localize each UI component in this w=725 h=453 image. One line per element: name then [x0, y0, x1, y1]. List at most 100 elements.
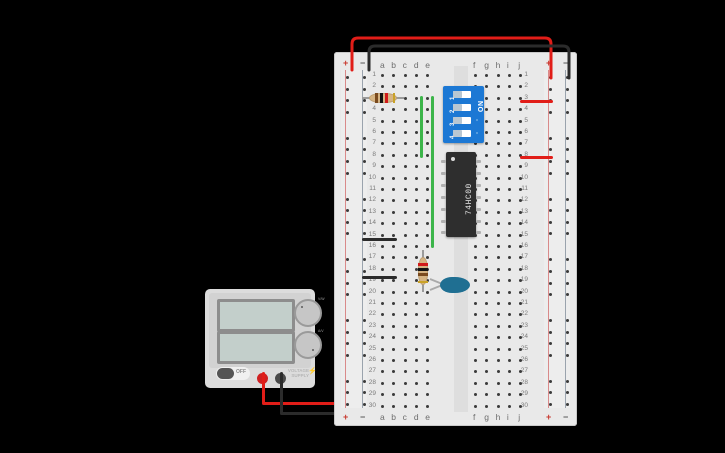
hole-f24[interactable] [474, 336, 477, 340]
supply-wire-black-horizontal[interactable] [280, 412, 372, 415]
hole-j10[interactable] [519, 176, 523, 180]
hole-h5[interactable] [496, 119, 500, 123]
rail-hole-left-minus[interactable] [363, 342, 366, 346]
hole-c9[interactable] [403, 165, 407, 169]
hole-b2[interactable] [392, 85, 396, 89]
hole-b1[interactable] [392, 74, 396, 77]
rail-hole-right-plus[interactable] [549, 403, 552, 407]
hole-h16[interactable] [496, 245, 500, 248]
hole-c2[interactable] [403, 85, 407, 89]
rail-hole-right-minus[interactable] [566, 171, 569, 175]
hole-a15[interactable] [381, 233, 384, 237]
rail-hole-left-plus[interactable] [346, 281, 349, 285]
led[interactable] [429, 274, 472, 296]
hole-i19[interactable] [507, 279, 511, 283]
hole-h13[interactable] [496, 210, 500, 214]
rail-hole-right-plus[interactable] [549, 342, 552, 346]
rail-hole-right-plus[interactable] [549, 353, 552, 357]
hole-g14[interactable] [485, 222, 489, 226]
hole-j27[interactable] [519, 370, 523, 374]
hole-a10[interactable] [381, 176, 384, 180]
rail-hole-left-plus[interactable] [346, 220, 349, 224]
hole-j5[interactable] [519, 119, 523, 123]
rail-hole-left-plus[interactable] [346, 87, 349, 91]
hole-i12[interactable] [507, 199, 511, 203]
hole-g17[interactable] [485, 256, 489, 260]
hole-h4[interactable] [496, 108, 500, 112]
rail-hole-left-plus[interactable] [346, 353, 349, 357]
hole-d8[interactable] [414, 153, 418, 157]
hole-j28[interactable] [519, 381, 523, 385]
rail-hole-left-minus[interactable] [363, 293, 366, 297]
psu-knob-voltage[interactable] [294, 299, 322, 327]
hole-g8[interactable] [485, 153, 489, 157]
hole-c27[interactable] [403, 370, 407, 374]
hole-c25[interactable] [403, 347, 407, 351]
hole-h29[interactable] [496, 393, 500, 397]
hole-i18[interactable] [507, 267, 511, 271]
rail-hole-left-minus[interactable] [363, 269, 366, 273]
hole-g16[interactable] [485, 245, 489, 248]
hole-c22[interactable] [403, 313, 407, 317]
rail-hole-left-plus[interactable] [346, 136, 349, 140]
rail-hole-right-minus[interactable] [566, 403, 569, 407]
hole-a9[interactable] [381, 165, 384, 169]
hole-i20[interactable] [507, 290, 511, 294]
hole-a19[interactable] [381, 279, 384, 283]
hole-c13[interactable] [403, 210, 407, 214]
hole-e5[interactable] [426, 119, 430, 123]
hole-c5[interactable] [403, 119, 407, 123]
hole-d21[interactable] [414, 302, 418, 305]
hole-b15[interactable] [392, 233, 396, 237]
hole-b14[interactable] [392, 222, 396, 226]
hole-e3[interactable] [426, 96, 430, 100]
hole-b12[interactable] [392, 199, 396, 203]
hole-c23[interactable] [403, 324, 407, 328]
rail-hole-right-minus[interactable] [566, 319, 569, 323]
hole-j25[interactable] [519, 347, 523, 351]
hole-i3[interactable] [507, 96, 511, 100]
hole-g25[interactable] [485, 347, 489, 351]
hole-i4[interactable] [507, 108, 511, 112]
hole-b18[interactable] [392, 267, 396, 271]
hole-h3[interactable] [496, 96, 500, 100]
rail-hole-left-plus[interactable] [346, 110, 349, 114]
hole-e21[interactable] [426, 302, 430, 305]
dip-switch-lever-2[interactable] [453, 104, 471, 111]
rail-hole-right-minus[interactable] [566, 293, 569, 297]
hole-d9[interactable] [414, 165, 418, 169]
hole-a22[interactable] [381, 313, 384, 317]
hole-a17[interactable] [381, 256, 384, 260]
jumper-black-row19-left[interactable] [362, 276, 397, 279]
supply-wire-black-vertical[interactable] [280, 372, 283, 414]
rail-hole-left-plus[interactable] [346, 160, 349, 164]
hole-e7[interactable] [426, 142, 430, 146]
hole-g5[interactable] [485, 119, 489, 123]
rail-hole-left-plus[interactable] [346, 148, 349, 152]
hole-c10[interactable] [403, 176, 407, 180]
hole-j4[interactable] [519, 108, 523, 112]
hole-d29[interactable] [414, 393, 418, 397]
hole-g22[interactable] [485, 313, 489, 317]
rail-hole-left-minus[interactable] [363, 148, 366, 152]
hole-c14[interactable] [403, 222, 407, 226]
jumper-red-row8-right[interactable] [520, 156, 553, 159]
hole-d12[interactable] [414, 199, 418, 203]
rail-hole-left-plus[interactable] [346, 232, 349, 236]
rail-hole-left-minus[interactable] [363, 319, 366, 323]
rail-hole-left-minus[interactable] [363, 99, 366, 103]
hole-c6[interactable] [403, 131, 407, 134]
hole-e11[interactable] [426, 188, 430, 191]
hole-i9[interactable] [507, 165, 511, 169]
rail-hole-left-plus[interactable] [346, 293, 349, 297]
hole-h14[interactable] [496, 222, 500, 226]
hole-g6[interactable] [485, 131, 489, 134]
hole-c26[interactable] [403, 359, 407, 362]
hole-a23[interactable] [381, 324, 384, 328]
hole-g3[interactable] [485, 96, 489, 100]
hole-e13[interactable] [426, 210, 430, 214]
hole-f20[interactable] [474, 290, 477, 294]
hole-d26[interactable] [414, 359, 418, 362]
hole-d3[interactable] [414, 96, 418, 100]
